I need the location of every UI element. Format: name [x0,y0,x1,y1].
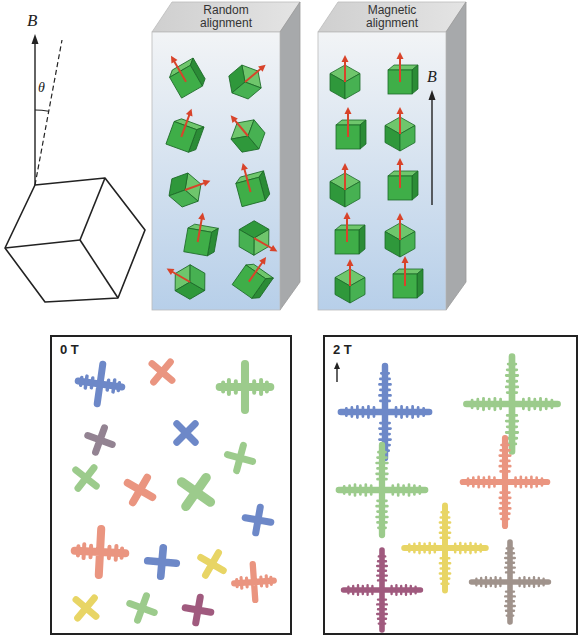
random-cubes [159,47,285,304]
box-outline [150,0,302,314]
dendrites-0T [68,354,275,627]
container-box: Random alignment [150,0,302,314]
dendrites-2T [339,357,558,631]
box-outline [316,0,468,314]
image-panel: 0 T [50,335,292,635]
panel-label: 0 T [60,342,79,357]
box-title: Random alignment [191,4,261,30]
box-title: Magnetic alignment [357,4,427,30]
panel-label: 2 T [333,342,352,357]
container-box: Magnetic alignmentB [316,0,468,314]
cube-sketch [5,178,145,302]
field-arrow [431,98,432,205]
angle-symbol: θ [38,80,45,95]
image-panel: 2 T [323,335,578,635]
arrow-head [429,90,436,100]
aligned-cubes [330,52,423,303]
field-arrow [334,362,340,382]
field-axis [32,34,63,185]
field-symbol: B [422,68,442,86]
field-symbol: B [27,12,37,31]
